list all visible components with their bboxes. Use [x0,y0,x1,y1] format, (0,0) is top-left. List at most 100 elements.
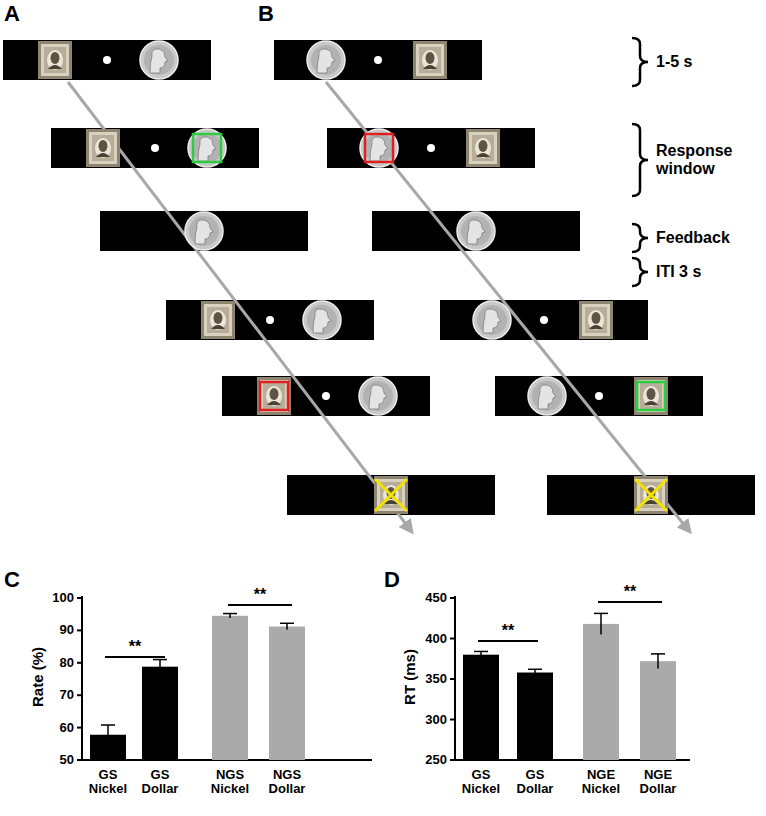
screen [372,211,580,251]
timing-brace [632,124,648,196]
bar-chart [77,596,372,761]
significance-mark: ** [129,638,141,656]
category-label: NGS Nickel [203,768,257,797]
error-bar [594,613,608,634]
dollar-stimulus [86,129,120,167]
significance-line [598,601,662,603]
category-label: GS Dollar [133,768,187,797]
tick-mark [77,597,82,599]
nickel-stimulus [528,377,566,415]
fixation-dot [103,56,111,64]
dollar-stimulus [38,41,72,79]
dollar-stimulus [413,41,447,79]
bar [583,624,619,760]
cross-mark [635,479,667,511]
fixation-dot [595,392,603,400]
tick-label: 90 [60,623,74,637]
fixation-dot [322,392,330,400]
error-bar [474,651,488,657]
tick-label: 450 [425,591,447,605]
time-arrows [68,82,690,532]
nickel-stimulus [360,129,398,167]
timing-brace [632,258,648,286]
stimuli [38,41,668,514]
fixation-dot [374,56,382,64]
timing-brace [632,224,648,252]
category-label: GS Dollar [508,768,562,797]
tick-mark [77,759,82,761]
error-bar [153,660,167,674]
nickel-stimulus [185,212,223,250]
axis-title: Rate (%) [30,647,47,707]
screen [287,475,495,515]
dollar-stimulus [579,301,613,339]
tick-label: 70 [60,688,74,702]
dollar-stimulus [257,377,291,415]
category-label: NGS Dollar [260,768,314,797]
screens [3,40,755,515]
nickel-stimulus [457,212,495,250]
category-label: GS Nickel [81,768,135,797]
tick-label: 300 [425,712,447,726]
y-axis [81,596,83,761]
timing-label: Response window [656,142,756,177]
dollar-stimulus [466,129,500,167]
screen [547,475,755,515]
tick-mark [77,694,82,696]
error-bar [223,614,237,619]
bar [463,655,499,760]
fixation-dot [151,144,159,152]
tick-mark [450,597,455,599]
tick-mark [77,662,82,664]
category-label: GS Nickel [454,768,508,797]
timing-label: Feedback [656,229,730,247]
tick-mark [77,727,82,729]
dollar-stimulus [201,301,235,339]
tick-label: 80 [60,656,74,670]
bar-chart [450,596,690,761]
tick-label: 400 [425,631,447,645]
error-bar [651,654,665,669]
dollar-stimulus [374,476,408,514]
choice-frame [365,134,393,162]
fixation-dot [540,316,548,324]
error-bar [101,725,115,744]
dollar-stimulus [634,476,668,514]
screen [440,300,648,340]
tick-label: 350 [425,672,447,686]
choice-frame [193,134,221,162]
nickel-stimulus [473,301,511,339]
tick-mark [450,638,455,640]
nickel-stimulus [188,129,226,167]
axis-title: RT (ms) [402,649,419,705]
time-arrow [68,82,412,532]
panel-label: B [258,2,274,26]
bar [517,673,553,760]
nickel-stimulus [359,377,397,415]
bar [640,661,676,760]
fixation-dot [266,316,274,324]
category-label: NGE Nickel [574,768,628,797]
bar [269,627,305,760]
screen [166,300,374,340]
tick-label: 60 [60,720,74,734]
significance-line [478,640,538,642]
tick-mark [450,719,455,721]
tick-label: 50 [60,753,74,767]
nickel-stimulus [303,301,341,339]
bar [142,667,178,760]
braces [632,38,648,286]
panel-label: A [4,2,20,26]
tick-label: 250 [425,753,447,767]
timing-label: ITI 3 s [656,263,701,281]
significance-mark: ** [624,583,636,601]
error-bar [280,623,294,629]
tick-label: 100 [52,591,74,605]
panel-label: D [384,568,400,592]
cross-mark [375,479,407,511]
choice-frame [637,382,665,410]
nickel-stimulus [307,41,345,79]
category-label: NGE Dollar [631,768,685,797]
